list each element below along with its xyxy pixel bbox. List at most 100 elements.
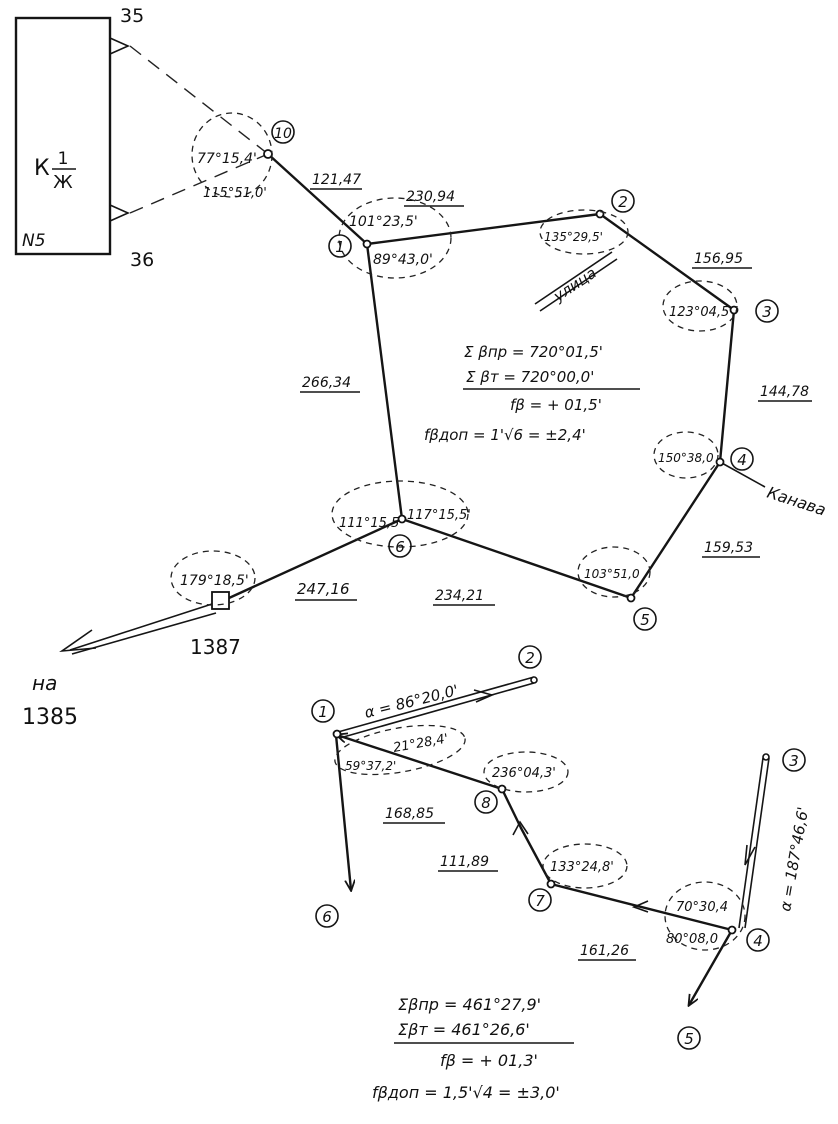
lower-summary-line3: fβ = + 01,3' <box>440 1051 538 1070</box>
angle-5: 103°51,0 <box>584 567 640 581</box>
lower-point-7-label: 7 <box>535 892 545 910</box>
line-6-1 <box>365 242 404 521</box>
lower-arrow-4-7 <box>631 900 649 913</box>
line-10-1 <box>266 152 369 246</box>
building-mark-35-triangle <box>109 37 130 55</box>
upper-summary-line1: Σ βпр = 720°01,5' <box>464 343 603 361</box>
angle-10-top: 77°15,4' <box>197 151 257 167</box>
lower-point-8-label: 8 <box>481 794 491 812</box>
street-line <box>534 251 613 305</box>
direction-line-b <box>71 612 217 655</box>
lower-angle-1-inner: 21°28,4' <box>392 732 449 756</box>
line-6-1387 <box>227 517 404 600</box>
line-4-5 <box>629 460 722 600</box>
lower-summary-line1: Σβпр = 461°27,9' <box>398 995 541 1014</box>
lower-angle-8: 236°04,3' <box>492 766 556 781</box>
distance-4-5: 159,53 <box>704 540 753 556</box>
upper-summary-line3: fβ = + 01,5' <box>510 396 602 414</box>
line-2-3 <box>598 212 736 312</box>
lower-point-6-circle <box>315 904 339 928</box>
angle-ellipse-10 <box>191 112 273 198</box>
angle-2: 135°29,5' <box>544 230 603 244</box>
point-10-circle <box>271 120 295 144</box>
lower-point-5-circle <box>677 1026 701 1050</box>
sight-line-10-35 <box>129 45 269 155</box>
lower-arrow-3-4 <box>744 844 756 866</box>
line-5-6 <box>400 517 633 600</box>
ditch-label: Канава <box>765 483 829 520</box>
lower-point-2-circle <box>518 645 542 669</box>
line-3-4 <box>718 308 736 464</box>
lower-point-2-label: 2 <box>525 649 535 667</box>
lower-point-1-circle <box>311 699 335 723</box>
lower-point-4-label: 4 <box>753 932 763 950</box>
angle-1-top: 101°23,5' <box>349 214 418 230</box>
lower-point-5-label: 5 <box>684 1030 694 1048</box>
lower-angle-4-bottom: 80°08,0 <box>666 932 718 947</box>
point-2-circle <box>611 189 635 213</box>
distance-1-2: 230,94 <box>406 189 455 205</box>
lower-angle-1-left: 59°37,2' <box>345 759 396 773</box>
lower-point-4-circle <box>746 928 770 952</box>
angle-ellipse-6 <box>331 480 469 548</box>
lower-line-1-2-b <box>339 682 535 739</box>
lower-alpha-1-2: α = 86°20,0' <box>363 681 461 722</box>
distance-10-1: 121,47 <box>312 172 361 188</box>
station-1-marker <box>362 239 372 249</box>
angle-6-right: 117°15,5' <box>407 508 471 523</box>
building-mark-36: 36 <box>130 249 154 271</box>
lower-line-3-4-b <box>744 757 770 929</box>
lower-station-7-marker <box>546 879 556 889</box>
upper-summary-line2: Σ βт = 720°00,0' <box>466 368 594 386</box>
to-point-label: 1385 <box>22 705 78 730</box>
building-fraction-numerator: 1 <box>58 149 69 169</box>
building-mark-36-triangle <box>109 204 130 222</box>
street-label: улица <box>549 264 599 306</box>
upper-summary-line4: fβдоп = 1'√6 = ±2,4' <box>424 426 586 444</box>
point-4-label: 4 <box>737 451 747 469</box>
point-6-label: 6 <box>395 538 405 556</box>
building-label-k: К <box>34 156 50 181</box>
lower-station-2-marker <box>530 676 538 684</box>
distance-2-3: 156,95 <box>694 251 743 267</box>
distance-6-1: 266,34 <box>302 375 351 391</box>
lower-point-6-label: 6 <box>322 908 332 926</box>
lower-point-8-circle <box>474 790 498 814</box>
point-2-label: 2 <box>618 193 628 211</box>
street-line-2 <box>539 258 618 312</box>
angle-ellipse-1 <box>338 197 452 279</box>
distance-6-1387: 247,16 <box>297 580 350 598</box>
angle-ellipse-5 <box>577 546 651 598</box>
lower-point-7-circle <box>528 888 552 912</box>
point-1-circle <box>328 234 352 258</box>
point-4-circle <box>730 447 754 471</box>
lower-line-3-4-a <box>738 757 764 929</box>
angle-10-bottom: 115°51,0' <box>203 186 267 201</box>
building-block: К 1 Ж N5 35 36 <box>14 5 154 271</box>
station-6-marker <box>397 514 407 524</box>
angle-4: 150°38,0 <box>658 451 714 465</box>
lower-summary-line4: fβдоп = 1,5'√4 = ±3,0' <box>372 1083 560 1102</box>
point-3-circle <box>755 299 779 323</box>
lower-angle-ellipse-8 <box>483 751 569 793</box>
direction-line-a <box>69 603 213 651</box>
lower-line-4-5 <box>689 928 734 1005</box>
lower-distance-7-4: 161,26 <box>580 943 629 959</box>
point-6-circle <box>388 534 412 558</box>
angle-6-left: 111°15,5 <box>339 516 399 531</box>
lower-point-1-label: 1 <box>318 703 328 721</box>
angle-1387: 179°18,5' <box>180 573 249 589</box>
lower-point-3-circle <box>782 748 806 772</box>
lower-arrow-7-8 <box>512 820 529 836</box>
station-10-marker <box>263 149 273 159</box>
line-1-2 <box>365 212 602 246</box>
lower-distance-1-8: 168,85 <box>385 806 434 822</box>
lower-summary-line2: Σβт = 461°26,6' <box>398 1020 530 1039</box>
lower-angle-ellipse-1 <box>334 724 466 776</box>
building-number: N5 <box>22 231 46 251</box>
lower-angle-7: 133°24,8' <box>550 860 614 875</box>
station-5-marker <box>626 593 636 603</box>
lower-line-1-2-a <box>337 676 535 733</box>
